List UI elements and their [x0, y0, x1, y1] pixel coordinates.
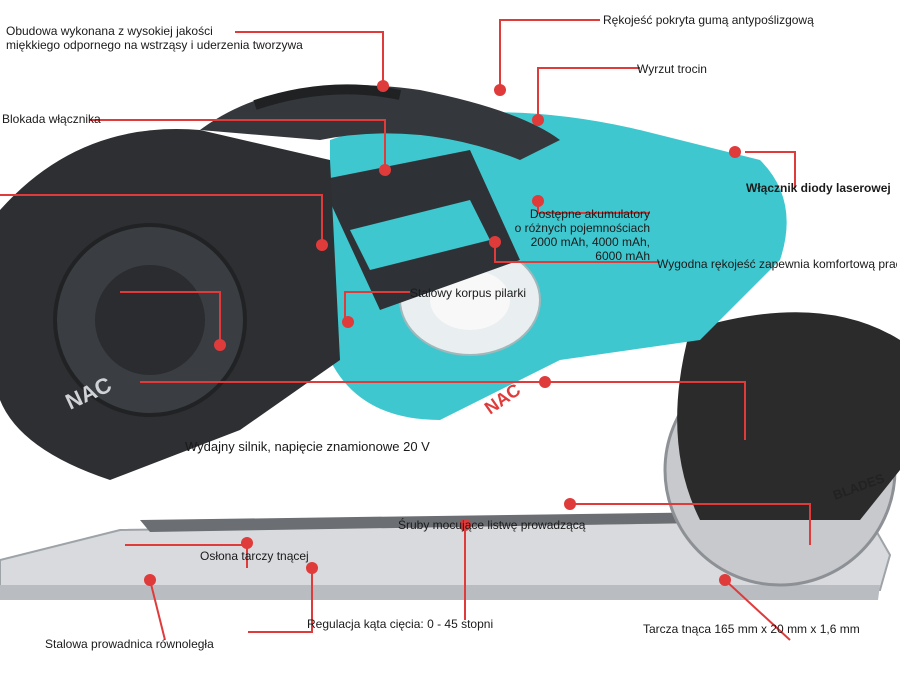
label-lock: Blokada włącznika [2, 112, 101, 126]
label-guard: Osłona tarczy tnącej [200, 549, 309, 563]
blade-guard [677, 312, 900, 520]
leader-lines [0, 19, 811, 641]
label-motor: Wydajny silnik, napięcie znamionowe 20 V [185, 439, 430, 454]
leader-dots [144, 80, 741, 586]
top-handle [200, 85, 560, 160]
label-blade: Tarcza tnąca 165 mm x 20 mm x 1,6 mm [643, 622, 860, 636]
label-grip: Rękojeść pokryta gumą antypoślizgową [603, 13, 814, 27]
label-body: Stalowy korpus pilarki [410, 286, 527, 300]
label-screws: Śruby mocujące listwę prowadzącą [398, 518, 586, 532]
label-laser: Włącznik diody laserowej [746, 181, 891, 195]
label-rail: Stalowa prowadnica równoległa [45, 637, 214, 651]
label-battery: Dostępne akumulatory o różnych pojemnośc… [514, 207, 650, 263]
base-plate [0, 518, 892, 591]
label-housing: Obudowa wykonana z wysokiej jakości mięk… [6, 24, 303, 52]
label-handle: Wygodna rękojeść zapewnia komfortową pra… [657, 257, 897, 271]
label-dust: Wyrzut trocin [637, 62, 707, 76]
label-angle: Regulacja kąta cięcia: 0 - 45 stopni [307, 617, 494, 631]
